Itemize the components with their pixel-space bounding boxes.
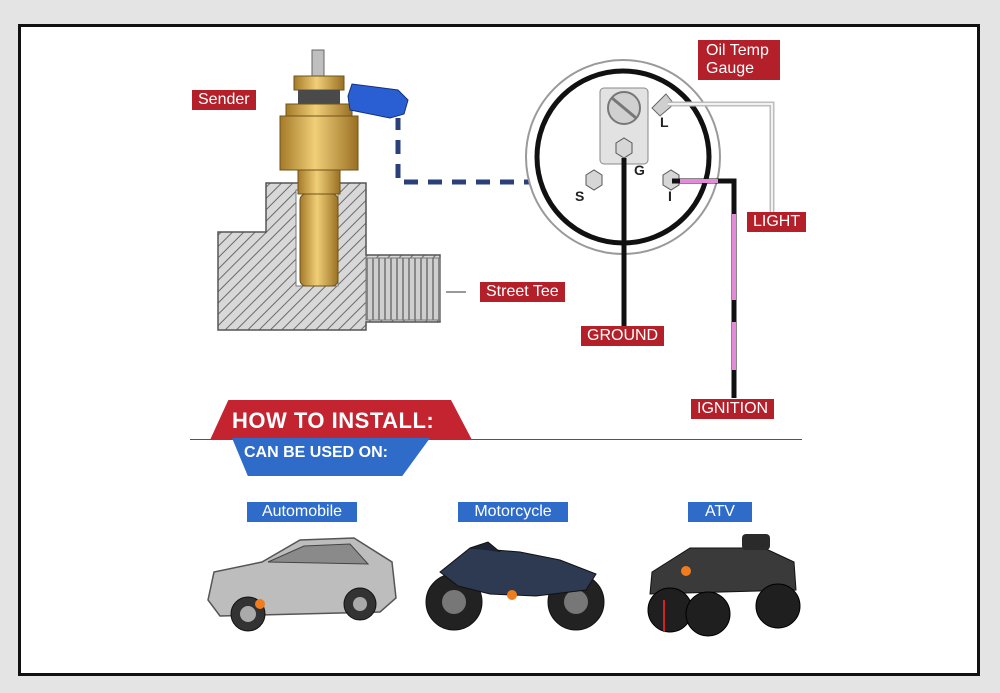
automobile-image (207, 537, 397, 632)
automobile-label: Automobile (247, 502, 357, 522)
ground-label: GROUND (581, 326, 665, 346)
terminal-l-label: L (660, 114, 669, 130)
oil-temp-gauge-label: Oil Temp Gauge (698, 40, 780, 80)
street-tee (217, 182, 466, 331)
ignition-label: IGNITION (691, 399, 775, 419)
terminal-g-label: G (634, 162, 645, 178)
install-banner-bg (210, 400, 472, 440)
banner-divider (190, 439, 802, 440)
atv-image (647, 534, 801, 637)
usage-banner-subtitle: CAN BE USED ON: (244, 444, 389, 461)
light-wire (668, 101, 775, 212)
sender-wire (395, 118, 588, 185)
sender-label: Sender (192, 90, 256, 110)
motorcycle-label: Motorcycle (458, 502, 568, 522)
street-tee-label: Street Tee (480, 282, 565, 302)
ignition-wire (672, 178, 737, 398)
usage-banner-bg (232, 438, 430, 476)
motorcycle-image (425, 541, 605, 631)
terminal-s-label: S (575, 188, 585, 204)
sender-unit (279, 49, 359, 287)
light-label: LIGHT (747, 212, 807, 232)
terminal-i-label: I (668, 188, 672, 204)
install-banner-title: HOW TO INSTALL: (232, 408, 435, 433)
atv-label: ATV (688, 502, 752, 522)
